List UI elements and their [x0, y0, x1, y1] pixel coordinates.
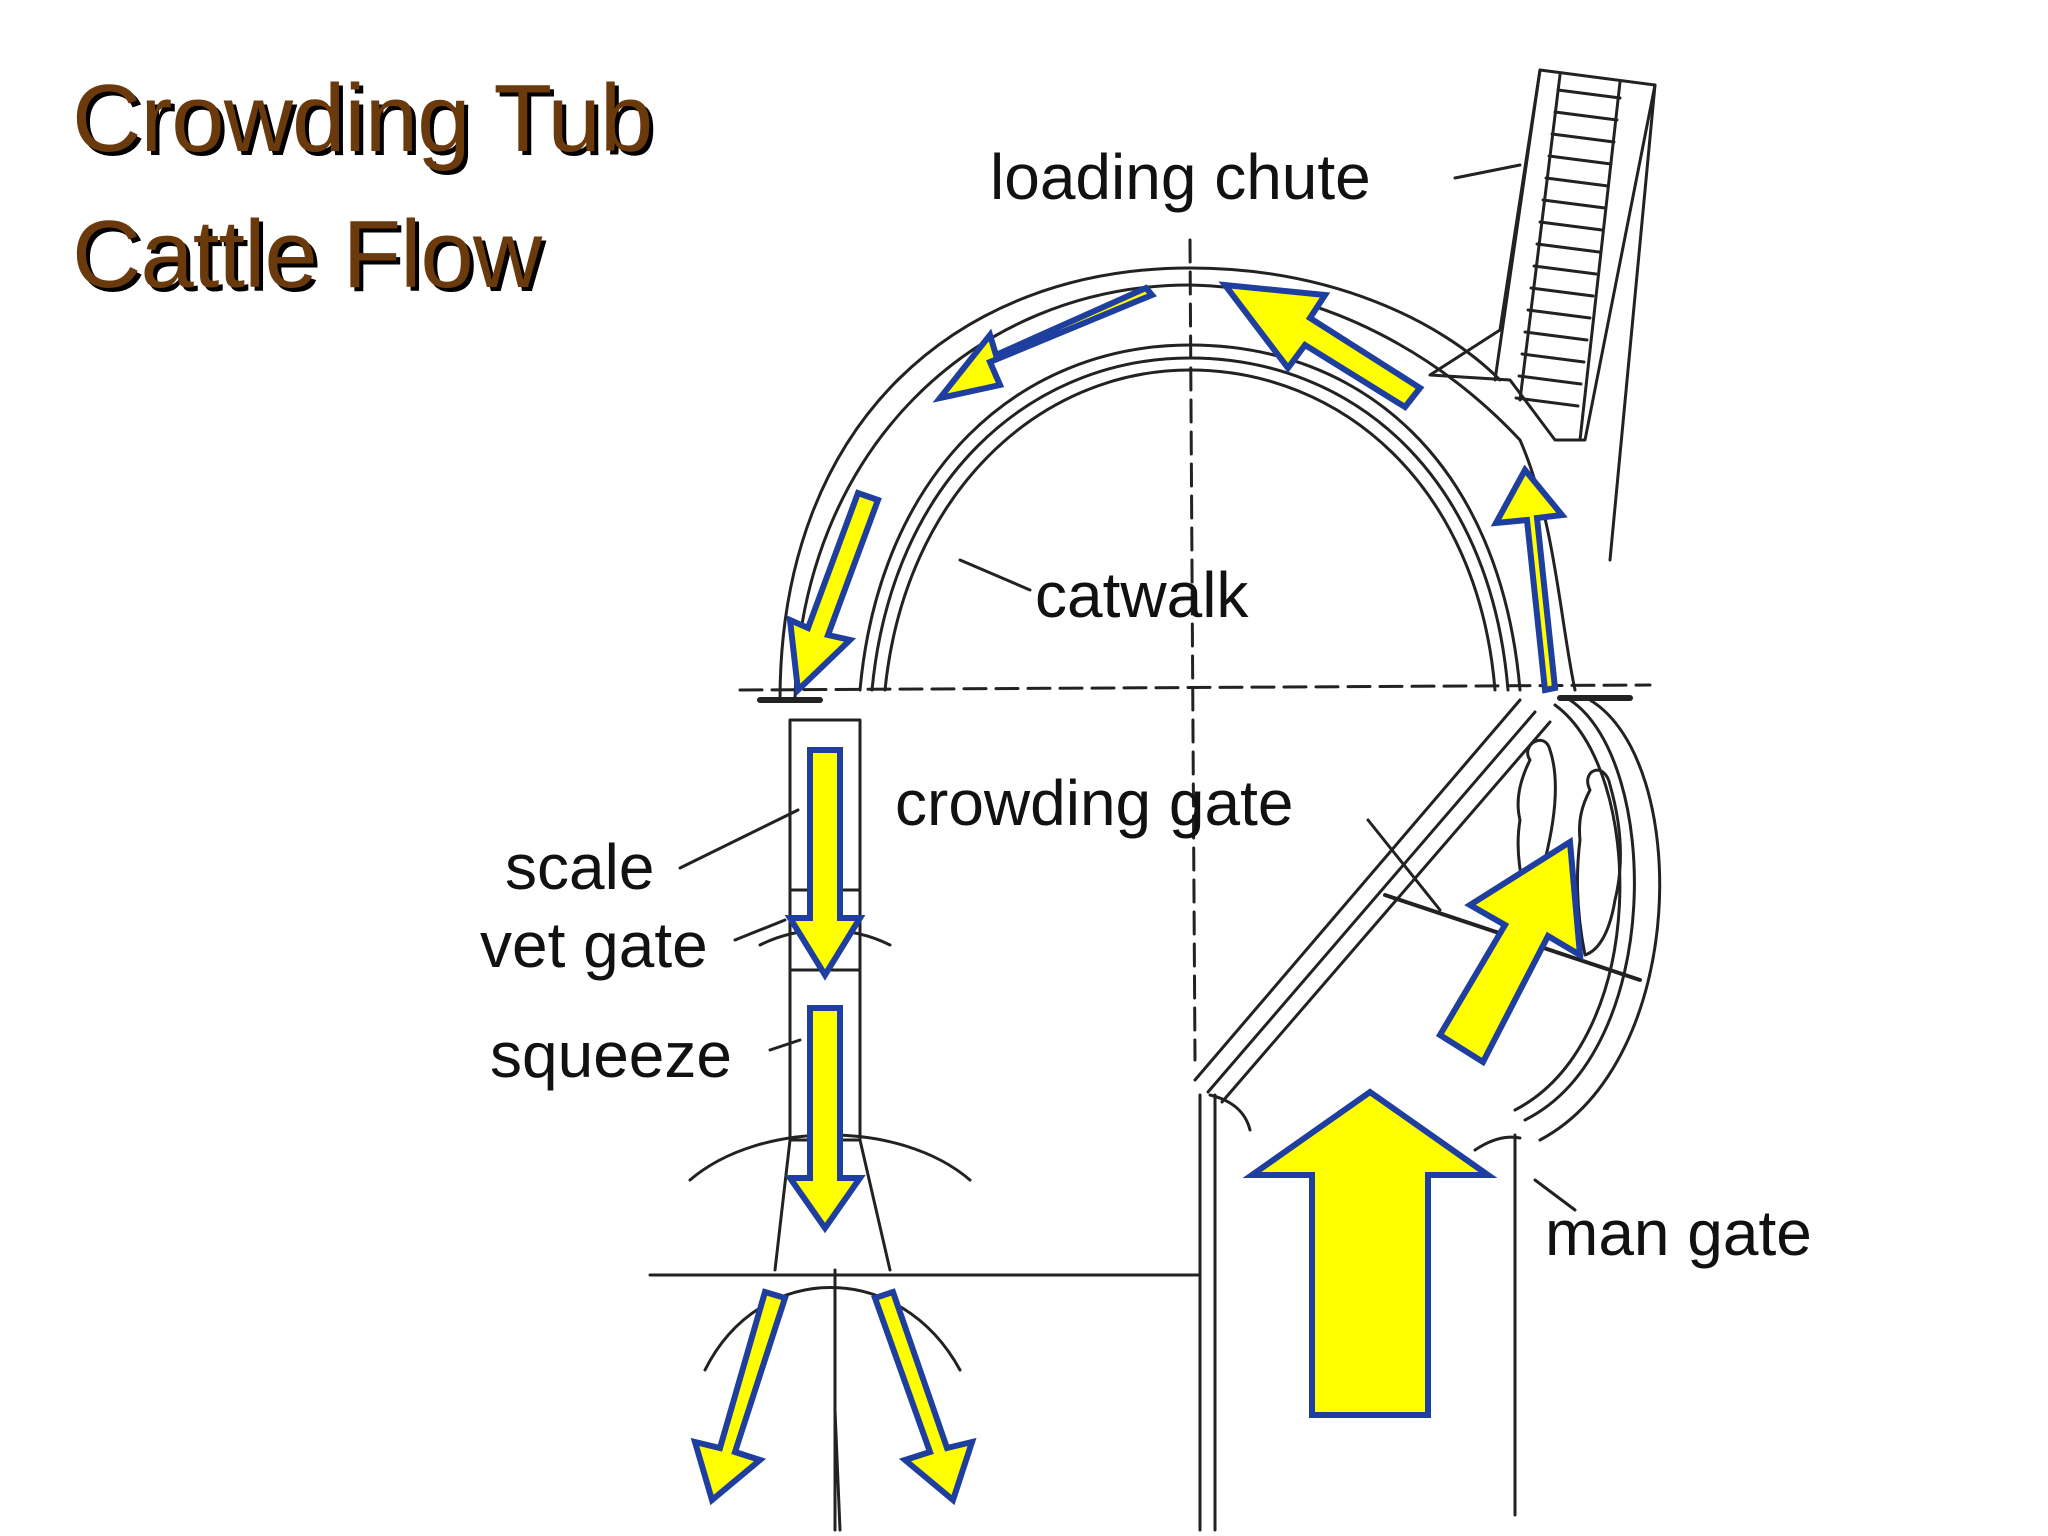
- arrow-squeeze: [784, 1005, 866, 1234]
- lower-lobe-inner: [1523, 698, 1636, 1122]
- vertical-centerline: [1188, 238, 1197, 1062]
- loading-chute-cleats: [1514, 88, 1622, 408]
- loading-chute-outline: [1428, 68, 1657, 442]
- horizontal-centerline: [738, 683, 1652, 692]
- squeeze-label: squeeze: [490, 1019, 732, 1091]
- arrow-exit-right: [871, 1288, 977, 1506]
- scale-label: scale: [505, 831, 655, 903]
- arrow-crowding: [1435, 836, 1584, 1067]
- arrow-left-down: [786, 489, 882, 697]
- title-line-1: Crowding Tub: [72, 65, 653, 172]
- flow-arrows: [690, 281, 1584, 1506]
- arrow-entry: [1242, 1088, 1498, 1418]
- crowding-gate-label: crowding gate: [895, 767, 1294, 839]
- title-line-2: Cattle Flow: [72, 201, 542, 308]
- cow-silhouette-2: [1576, 768, 1622, 957]
- catwalk-label: catwalk: [1035, 559, 1249, 631]
- vet-gate-label: vet gate: [480, 909, 708, 981]
- loading-chute-label: loading chute: [990, 141, 1371, 213]
- arrow-scale: [784, 747, 866, 981]
- tub-outer-arc: [778, 266, 1502, 702]
- arrow-top-left: [932, 284, 1157, 403]
- arrow-exit-left: [690, 1288, 789, 1506]
- man-gate-label: man gate: [1545, 1197, 1812, 1269]
- tub-wall-arc: [793, 283, 1577, 702]
- arrow-up-to-chute: [1490, 464, 1568, 694]
- lower-lobe-outer: [1538, 698, 1662, 1142]
- arrow-top-right: [1218, 281, 1425, 411]
- lower-lobe-inner2: [1513, 703, 1622, 1112]
